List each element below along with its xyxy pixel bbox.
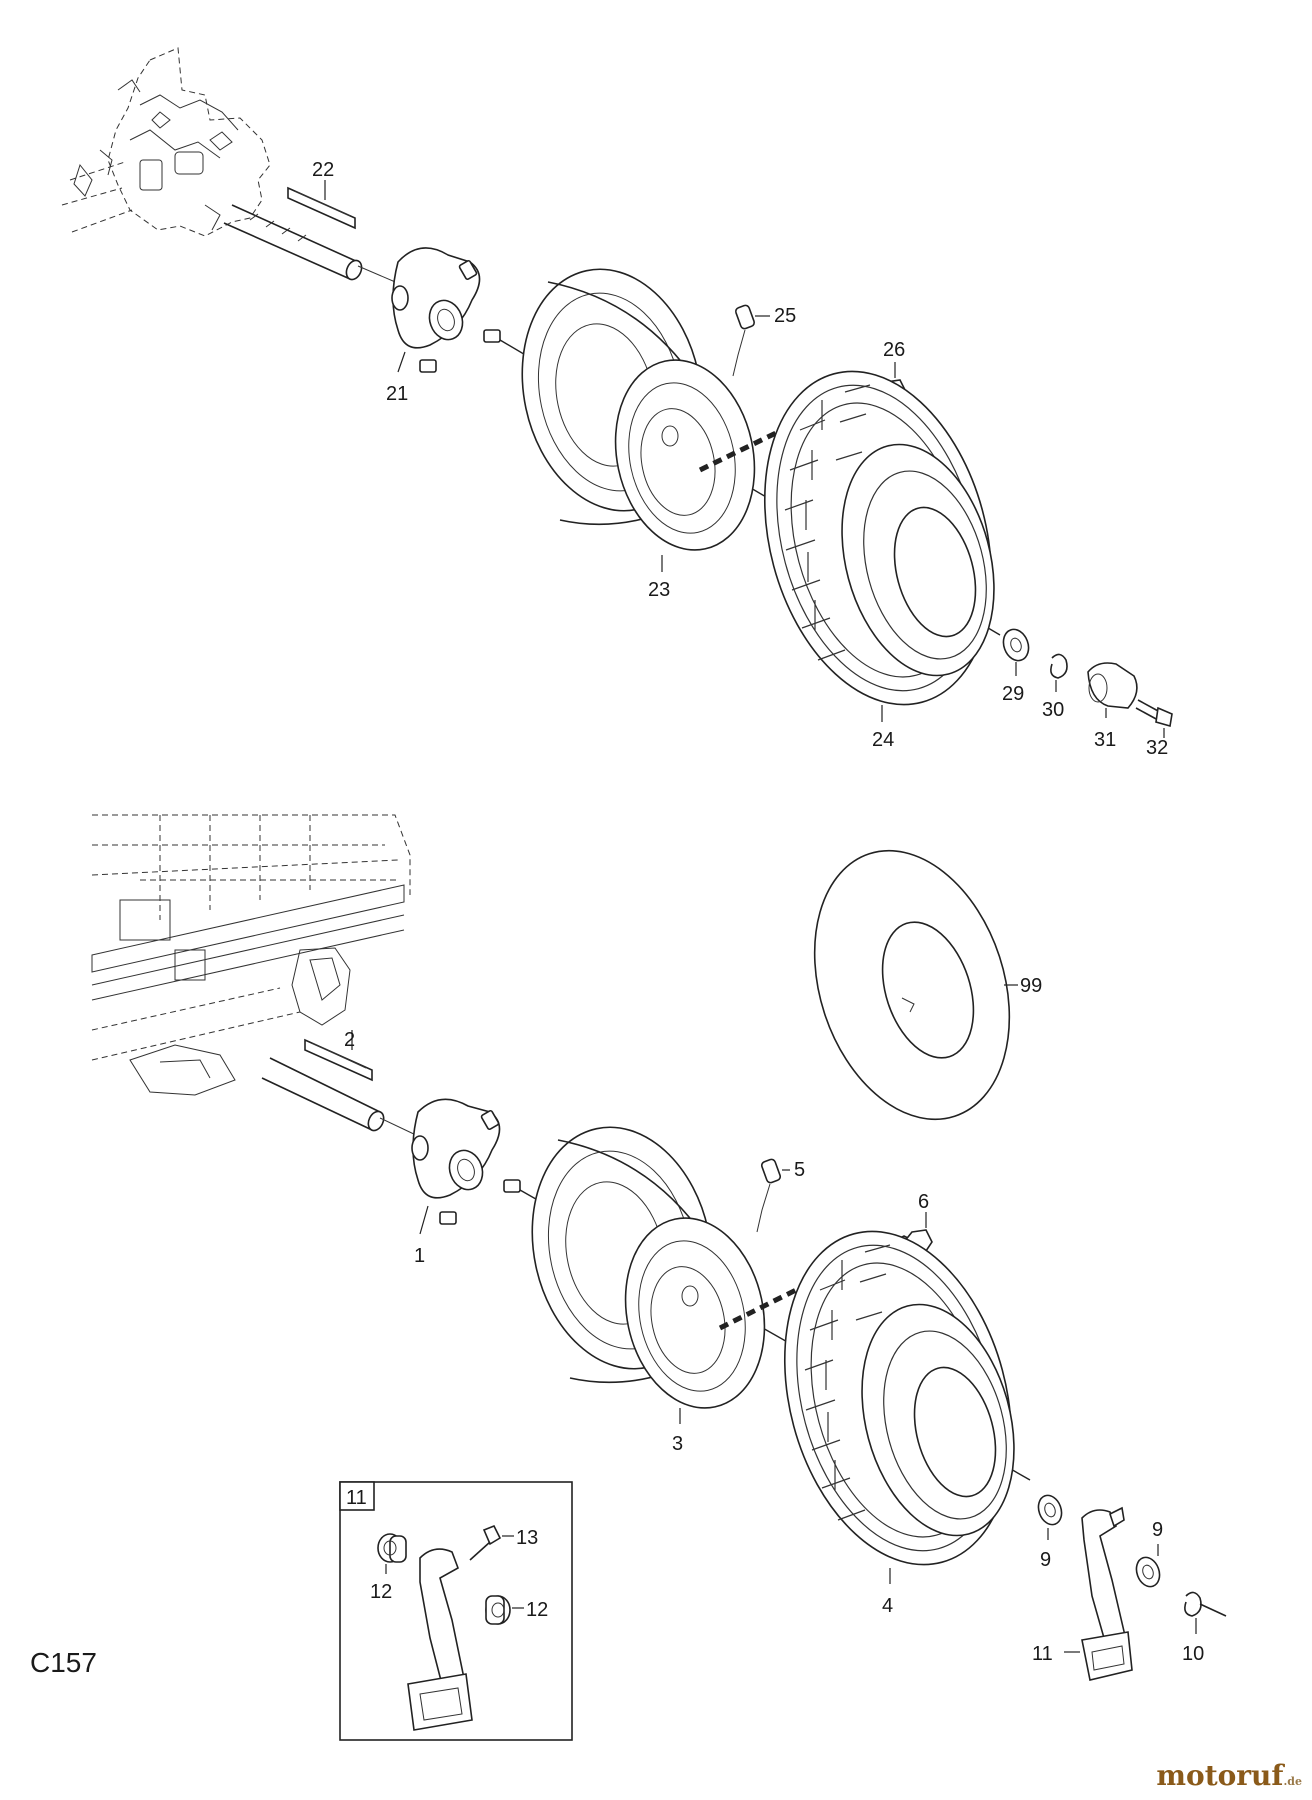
tire-part: 24 xyxy=(763,370,995,751)
label-5: 5 xyxy=(794,1159,805,1181)
label-6: 6 xyxy=(918,1191,929,1213)
label-29: 29 xyxy=(1002,683,1024,705)
axle-shaft-lower xyxy=(261,1057,419,1137)
washer-part: 29 xyxy=(1002,628,1030,705)
watermark-main: motoruf xyxy=(1156,1759,1284,1792)
inset-label-12-right: 12 xyxy=(526,1599,548,1621)
label-2: 2 xyxy=(344,1029,355,1051)
key-part: 22 xyxy=(287,159,356,230)
label-1: 1 xyxy=(414,1245,425,1267)
label-25: 25 xyxy=(774,305,796,327)
label-32: 32 xyxy=(1146,737,1168,759)
clip-part: 30 xyxy=(1042,653,1068,721)
inset-detail-box: 11 12 12 13 xyxy=(339,1481,573,1741)
watermark-logo: motoruf.de xyxy=(1156,1759,1302,1792)
label-11: 11 xyxy=(1032,1643,1053,1665)
label-30: 30 xyxy=(1042,699,1064,721)
upper-assembly: 22 21 23 xyxy=(61,47,1173,759)
key-part-lower: 2 xyxy=(304,1029,373,1082)
chassis-frame-lower xyxy=(91,814,411,1096)
screw-part: 32 xyxy=(1135,699,1173,759)
washer-part-lower-left: 9 xyxy=(1037,1494,1063,1571)
inset-bushing-left: 12 xyxy=(370,1533,407,1603)
label-4: 4 xyxy=(882,1595,893,1617)
inset-label-12-left: 12 xyxy=(370,1581,392,1603)
label-31: 31 xyxy=(1094,729,1116,751)
valve-part-lower: 5 xyxy=(756,1158,805,1233)
transaxle-housing-upper xyxy=(61,47,271,237)
lower-assembly: 2 1 3 xyxy=(91,814,1227,1681)
inset-grease-fitting: 13 xyxy=(469,1524,538,1561)
bracket-part-lower: 11 xyxy=(1032,1506,1133,1681)
cap-part: 31 xyxy=(1087,662,1138,751)
inner-tube-part: 99 xyxy=(813,849,1042,1121)
hub-part-lower: 1 xyxy=(411,1098,521,1267)
inset-bracket-foot xyxy=(407,1673,473,1731)
label-23: 23 xyxy=(648,579,670,601)
label-9-left: 9 xyxy=(1040,1549,1051,1571)
label-24: 24 xyxy=(872,729,894,751)
label-22: 22 xyxy=(312,159,334,181)
axle-shaft-upper xyxy=(223,204,401,285)
inset-number-label: 11 xyxy=(346,1487,367,1509)
clip-part-lower: 10 xyxy=(1182,1591,1227,1665)
valve-part: 25 xyxy=(732,304,796,377)
hub-part: 21 xyxy=(386,247,501,405)
label-21: 21 xyxy=(386,383,408,405)
washer-part-lower-right: 9 xyxy=(1135,1519,1163,1588)
label-3: 3 xyxy=(672,1433,683,1455)
tire-part-lower: 4 xyxy=(783,1230,1015,1617)
rim-part: 23 xyxy=(521,268,756,601)
rim-part-lower: 3 xyxy=(531,1126,766,1455)
label-26: 26 xyxy=(883,339,905,361)
inset-bushing-right: 12 xyxy=(485,1595,548,1625)
label-99: 99 xyxy=(1020,975,1042,997)
inset-label-13: 13 xyxy=(516,1527,538,1549)
watermark-tld: .de xyxy=(1283,1775,1302,1788)
label-10: 10 xyxy=(1182,1643,1204,1665)
label-9-right: 9 xyxy=(1152,1519,1163,1541)
diagram-code-label: C157 xyxy=(30,1647,97,1678)
